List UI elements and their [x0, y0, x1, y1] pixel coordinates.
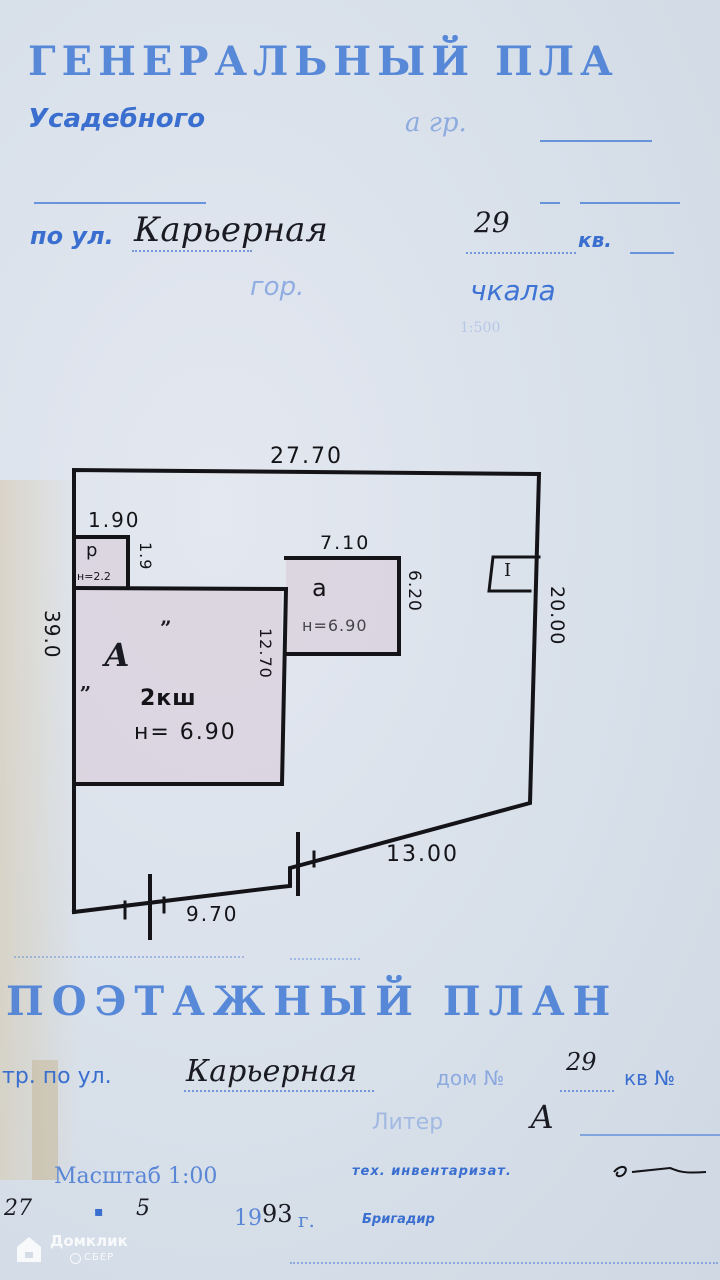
- fill-line: [560, 1090, 614, 1092]
- dimension-main-depth: 12.70: [256, 628, 275, 679]
- apartment-label: кв.: [578, 228, 612, 252]
- street-name-handwritten: Карьерная: [134, 210, 328, 250]
- porch-label: р: [86, 540, 100, 561]
- general-plan-subtitle-tail: а гр.: [405, 108, 467, 138]
- dimension-bottom-right: 13.00: [386, 842, 459, 867]
- house-logo-icon: [17, 1237, 41, 1262]
- house-number-handwritten: 29: [474, 206, 510, 239]
- main-house-fill: [74, 588, 282, 784]
- fill-line: [580, 1134, 720, 1136]
- fill-line: [34, 202, 206, 204]
- outbuilding-outline: [487, 555, 541, 593]
- brigadier-label: Бригадир: [362, 1212, 435, 1227]
- lot-boundary: [71, 467, 542, 915]
- fill-line: [184, 1090, 374, 1092]
- paper-stain: [0, 480, 80, 1180]
- dimension-right: 20.00: [546, 586, 568, 646]
- date-separator: ▪: [94, 1204, 104, 1220]
- scale-text: Масштаб 1:00: [54, 1164, 218, 1189]
- main-house-outline: [71, 585, 289, 786]
- floor-plan-title: ПОЭТАЖНЫЙ ПЛАН: [6, 978, 619, 1025]
- watermark-sub: СБЕР: [84, 1252, 115, 1263]
- fill-line: [540, 140, 652, 142]
- dimension-porch-depth: 1.9: [136, 542, 155, 571]
- date-day-handwritten: 27: [4, 1196, 32, 1221]
- paper-stain-small: [32, 1060, 58, 1180]
- general-plan-subtitle: Усадебного: [28, 104, 206, 134]
- house-number-label: дом №: [436, 1066, 505, 1090]
- fill-line: [466, 252, 576, 254]
- outbuilding-label: I: [504, 560, 512, 581]
- liter-value-handwritten: А: [530, 1098, 555, 1136]
- floor-street-prefix: тр. по ул.: [2, 1064, 112, 1089]
- scale-label: 1:500: [460, 320, 501, 336]
- main-house-height: н= 6.90: [134, 720, 237, 745]
- watermark-brand: Домклик: [50, 1232, 128, 1250]
- fill-line: [630, 252, 674, 254]
- city-name: чкала: [470, 274, 556, 307]
- fill-line: [290, 958, 360, 960]
- date-year-prefix: 19: [234, 1206, 262, 1231]
- domclick-watermark: Домклик СБЕР: [14, 1232, 134, 1268]
- dimension-annex-depth: 6.20: [404, 570, 424, 612]
- technician-signature: [613, 1166, 707, 1178]
- date-year-handwritten: 93: [262, 1200, 293, 1228]
- fill-line: [580, 202, 680, 204]
- porch-fill: [74, 537, 128, 588]
- dimension-top: 27.70: [270, 444, 343, 469]
- city-prefix-label: гор.: [250, 272, 305, 302]
- floor-street-name-handwritten: Карьерная: [186, 1054, 358, 1089]
- technician-label: тех. инвентаризат.: [352, 1164, 512, 1179]
- annex-fill: [286, 558, 399, 654]
- annex-height: н=6.90: [302, 616, 368, 635]
- dimension-left: 39.0: [40, 610, 64, 659]
- date-year-suffix: г.: [298, 1208, 315, 1232]
- main-label-quote-open: „: [80, 670, 92, 694]
- street-prefix-label: по ул.: [30, 222, 114, 250]
- date-month-handwritten: 5: [136, 1196, 150, 1221]
- dimension-porch-width: 1.90: [88, 508, 141, 532]
- floor-house-number-handwritten: 29: [566, 1048, 597, 1076]
- general-plan-title: ГЕНЕРАЛЬНЫЙ ПЛА: [28, 38, 619, 85]
- annex-label: а: [312, 574, 329, 602]
- main-house-label: А: [104, 636, 131, 674]
- fill-line: [14, 956, 244, 958]
- annex-outline: [284, 556, 401, 656]
- dimension-bottom-left: 9.70: [186, 902, 239, 926]
- apartment-number-label: кв №: [624, 1066, 676, 1090]
- sber-check-icon: [70, 1253, 81, 1264]
- fill-line: [540, 202, 560, 204]
- liter-label: Литер: [372, 1110, 444, 1135]
- dimension-annex-width: 7.10: [320, 532, 371, 554]
- main-house-rooms: 2кш: [140, 686, 197, 711]
- porch-outline: [72, 535, 130, 590]
- porch-height: н=2.2: [77, 570, 111, 583]
- fill-line: [132, 250, 252, 252]
- fill-line: [290, 1262, 718, 1264]
- main-label-quote-close: ”: [160, 616, 172, 640]
